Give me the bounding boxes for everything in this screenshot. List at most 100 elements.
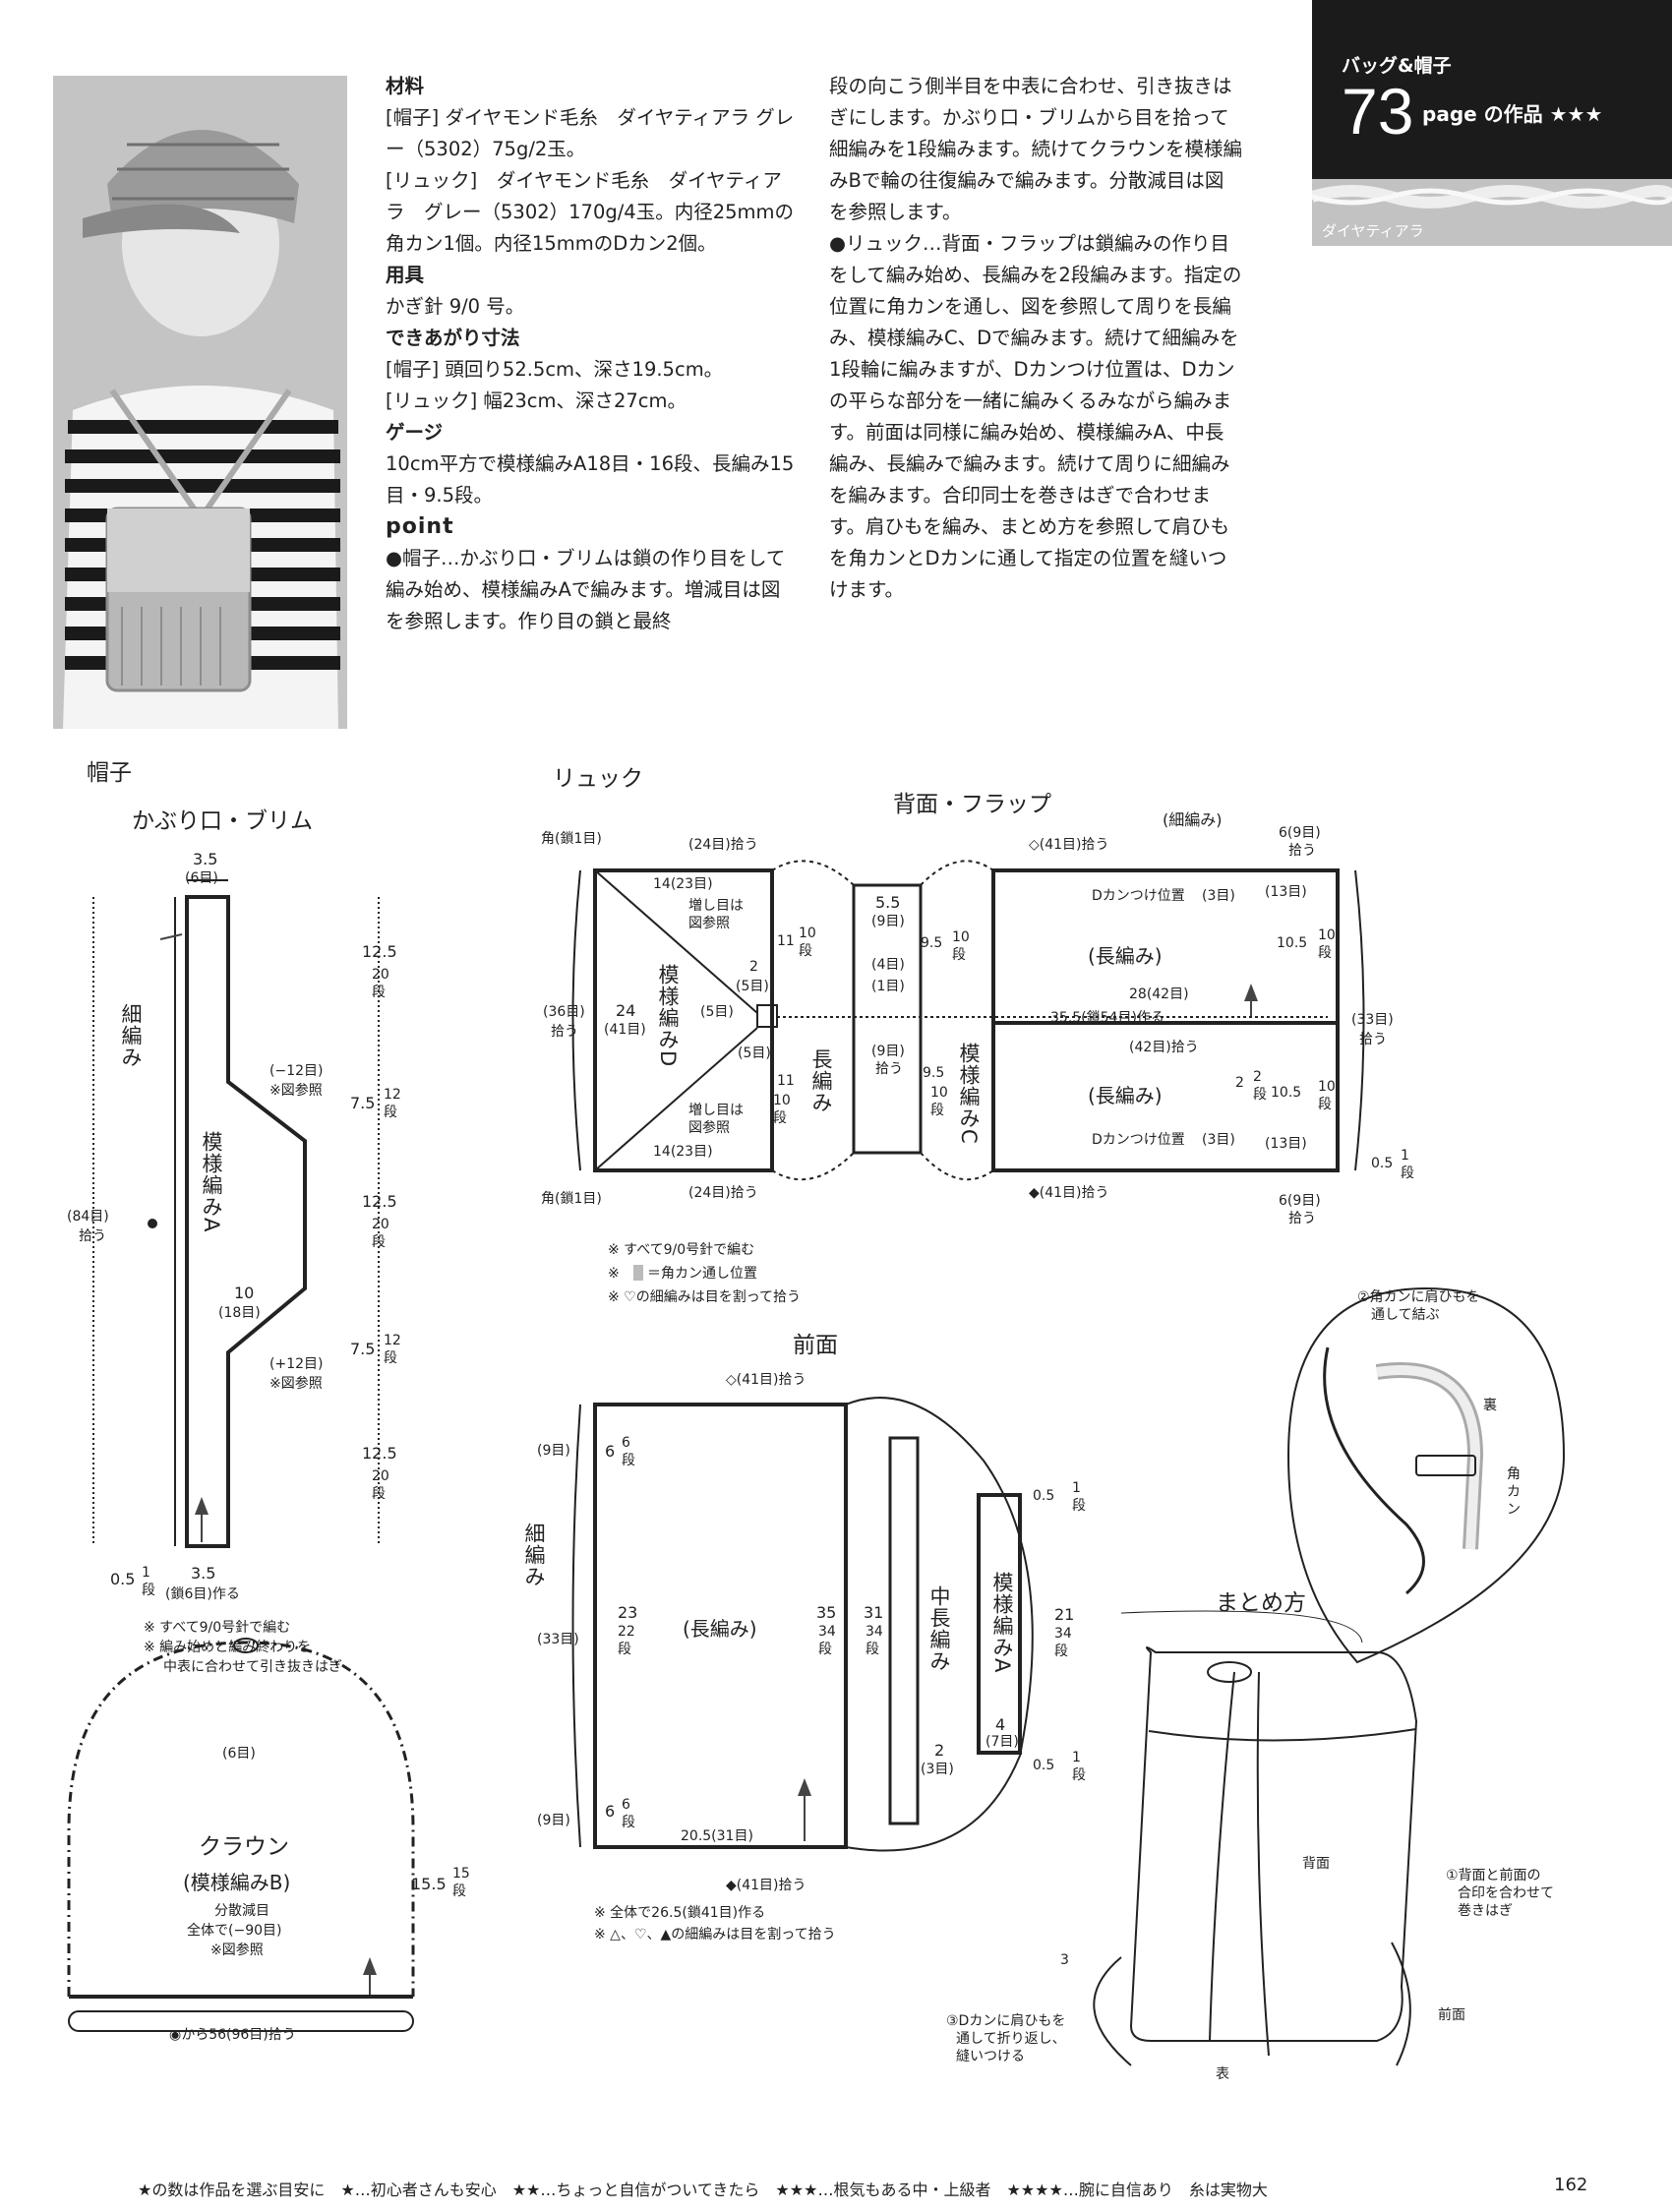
back-left-panel bbox=[593, 868, 774, 1172]
back-33: (33目) bbox=[1351, 1012, 1394, 1028]
back-33-pickup: 拾う bbox=[1359, 1032, 1387, 1047]
front-31: 31 bbox=[864, 1603, 884, 1622]
front-pattern-a-label: 模様編みA bbox=[990, 1572, 1014, 1674]
crown-bottom-pickup: ◉から56(96目)拾う bbox=[169, 2027, 296, 2043]
tools-text: かぎ針 9/0 号。 bbox=[386, 295, 525, 318]
hat-title: 帽子 bbox=[87, 760, 132, 786]
instructions-column: 段の向こう側半目を中表に合わせ、引き抜きはぎにします。かぶり口・ブリムから目を拾… bbox=[829, 71, 1242, 606]
d-ring-st-bottom: (3目) bbox=[1202, 1132, 1235, 1148]
hat-rows-4: 7.5 bbox=[350, 1340, 376, 1358]
assembly-step1b: 合印を合わせて bbox=[1458, 1885, 1554, 1901]
hat-rows-3: 12.5 bbox=[362, 1192, 397, 1211]
back-corner-top: 角(鎖1目) bbox=[541, 831, 602, 847]
hat-pickup-stitches: (84目) bbox=[67, 1209, 109, 1225]
hat-rows-5: 12.5 bbox=[362, 1444, 397, 1463]
front-sc-label: 細編み bbox=[522, 1523, 546, 1587]
back-41: (41目) bbox=[604, 1022, 646, 1038]
pattern-c-label: 模様編みC bbox=[957, 1043, 981, 1145]
hat-bottom-height: 0.5 bbox=[110, 1570, 136, 1588]
back-24: 24 bbox=[616, 1001, 636, 1020]
front-6-top: 6 bbox=[605, 1442, 616, 1461]
back-dc-vertical: 長編み bbox=[809, 1048, 833, 1113]
ruck-title: リュック bbox=[553, 766, 643, 792]
yarn-label: ダイヤティアラ bbox=[1322, 222, 1424, 240]
hat-rows-4-count: 12段 bbox=[384, 1333, 401, 1366]
back-105-bottom: 10.5 bbox=[1271, 1085, 1302, 1101]
hat-bottom-chain: (鎖6目)作る bbox=[165, 1586, 240, 1602]
page-ref-number: 73 bbox=[1342, 75, 1414, 148]
front-2: 2 bbox=[934, 1741, 945, 1760]
front-21: 21 bbox=[1054, 1605, 1075, 1624]
front-31-rows: 34段 bbox=[866, 1624, 883, 1657]
materials-ruck: [リュック] ダイヤモンド毛糸 ダイヤティアラ グレー（5302）170g/4玉… bbox=[386, 169, 795, 255]
front-3: (3目) bbox=[921, 1762, 954, 1777]
back-28: 28(42目) bbox=[1129, 986, 1189, 1002]
crown-decrease-total: 全体で(−90目) bbox=[187, 1923, 282, 1939]
assembly-step1c: 巻きはぎ bbox=[1458, 1903, 1513, 1919]
back-14-top: 14(23目) bbox=[653, 876, 713, 892]
back-13-bottom: (13目) bbox=[1265, 1136, 1307, 1152]
front-hdc-label: 中長編み bbox=[927, 1585, 951, 1672]
back-six-top: 6(9目) bbox=[1279, 825, 1321, 841]
assembly-step2b: 通して結ぶ bbox=[1371, 1307, 1440, 1323]
ruck-note-1: ※ すべて9/0号針で編む bbox=[608, 1242, 755, 1258]
hat-note-1: ※ すべて9/0号針で編む bbox=[144, 1620, 291, 1636]
hat-top-width: 3.5 bbox=[193, 850, 218, 868]
hat-rows-1-count: 20段 bbox=[372, 967, 389, 1000]
ruck-note-2: ＝角カン通し位置 bbox=[647, 1266, 757, 1282]
front-34-rows: 34段 bbox=[818, 1624, 836, 1657]
assembly-step3b: 通して折り返し、 bbox=[956, 2031, 1066, 2047]
assembly-omote: 表 bbox=[1216, 2066, 1229, 2082]
d-ring-pos-top: Dカンつけ位置 bbox=[1092, 888, 1185, 904]
back-95-top: 9.5 bbox=[921, 935, 943, 951]
front-4: 4 bbox=[995, 1715, 1006, 1734]
back-95-bottom-rows: 10段 bbox=[930, 1085, 948, 1118]
hat-note-3: 中表に合わせて引き抜きはぎ bbox=[163, 1659, 342, 1675]
assembly-title: まとめ方 bbox=[1216, 1590, 1306, 1616]
page-ref-badge: バッグ&帽子 73 page の作品 ★★★ bbox=[1312, 0, 1672, 179]
hat-mid-stitches: (18目) bbox=[218, 1305, 261, 1321]
materials-heading: 材料 bbox=[386, 75, 425, 97]
footer-legend: ★の数は作品を選ぶ目安に ★…初心者さんも安心 ★★…ちょっと自信がついてきたら… bbox=[138, 2181, 1268, 2199]
back-2: 2 bbox=[749, 959, 758, 975]
hat-rows-3-count: 20段 bbox=[372, 1217, 389, 1250]
crown-decrease: 分散減目 bbox=[214, 1903, 269, 1919]
front-title: 前面 bbox=[793, 1333, 838, 1358]
front-hdc-strip bbox=[888, 1436, 920, 1825]
back-05-rows: 1段 bbox=[1401, 1148, 1414, 1181]
hat-bottom-rows: 1段 bbox=[142, 1565, 155, 1598]
back-10d-top: 10段 bbox=[799, 926, 816, 959]
point-ruck: ●リュック…背面・フラップは鎖編みの作り目をして編み始め、長編みを2段編みます。… bbox=[829, 232, 1242, 601]
back-middle-panel bbox=[852, 883, 923, 1155]
back-pickup-41-bottom: ◆(41目)拾う bbox=[1029, 1185, 1109, 1201]
back-4: (4目) bbox=[871, 957, 905, 973]
back-14-bottom: 14(23目) bbox=[653, 1144, 713, 1160]
back-six-bottom-pickup: 拾う bbox=[1288, 1211, 1316, 1226]
back-36-pickup: 拾う bbox=[551, 1024, 578, 1040]
back-2b-rows: 2段 bbox=[1253, 1069, 1267, 1103]
front-9-top: (9目) bbox=[537, 1443, 570, 1459]
hat-note-2: ※ 編み始めと編み終わりを bbox=[144, 1640, 312, 1655]
back-11-bottom: 11 bbox=[777, 1073, 795, 1089]
front-6-bottom: 6 bbox=[605, 1802, 616, 1821]
front-pickup-top: ◇(41目)拾う bbox=[726, 1372, 806, 1388]
hat-top-stitches: (6目) bbox=[185, 870, 218, 886]
hat-side-label: 細編み bbox=[119, 1003, 143, 1068]
front-main-panel bbox=[593, 1403, 848, 1849]
front-7: (7目) bbox=[985, 1734, 1019, 1750]
back-95-bottom: 9.5 bbox=[923, 1065, 945, 1081]
ruck-note-3: ※ ♡の細編みは目を割って拾う bbox=[608, 1289, 802, 1305]
category-label: バッグ&帽子 bbox=[1342, 55, 1452, 77]
back-six-top-pickup: 拾う bbox=[1288, 843, 1316, 859]
front-33: (33目) bbox=[537, 1632, 579, 1647]
back-six-bottom: 6(9目) bbox=[1279, 1193, 1321, 1209]
point-hat: ●帽子…かぶり口・ブリムは鎖の作り目をして編み始め、模様編みAで編みます。増減目… bbox=[386, 547, 786, 632]
back-42: (42目)拾う bbox=[1129, 1040, 1199, 1055]
front-note-1: ※ 全体で26.5(鎖41目)作る bbox=[594, 1905, 766, 1921]
hat-rows-1: 12.5 bbox=[362, 942, 397, 961]
front-05-top: 0.5 bbox=[1033, 1488, 1055, 1504]
model-photo bbox=[53, 76, 347, 729]
back-inc-ref-bottom: 増し目は bbox=[688, 1103, 744, 1118]
front-dc-label: (長編み) bbox=[683, 1617, 757, 1641]
